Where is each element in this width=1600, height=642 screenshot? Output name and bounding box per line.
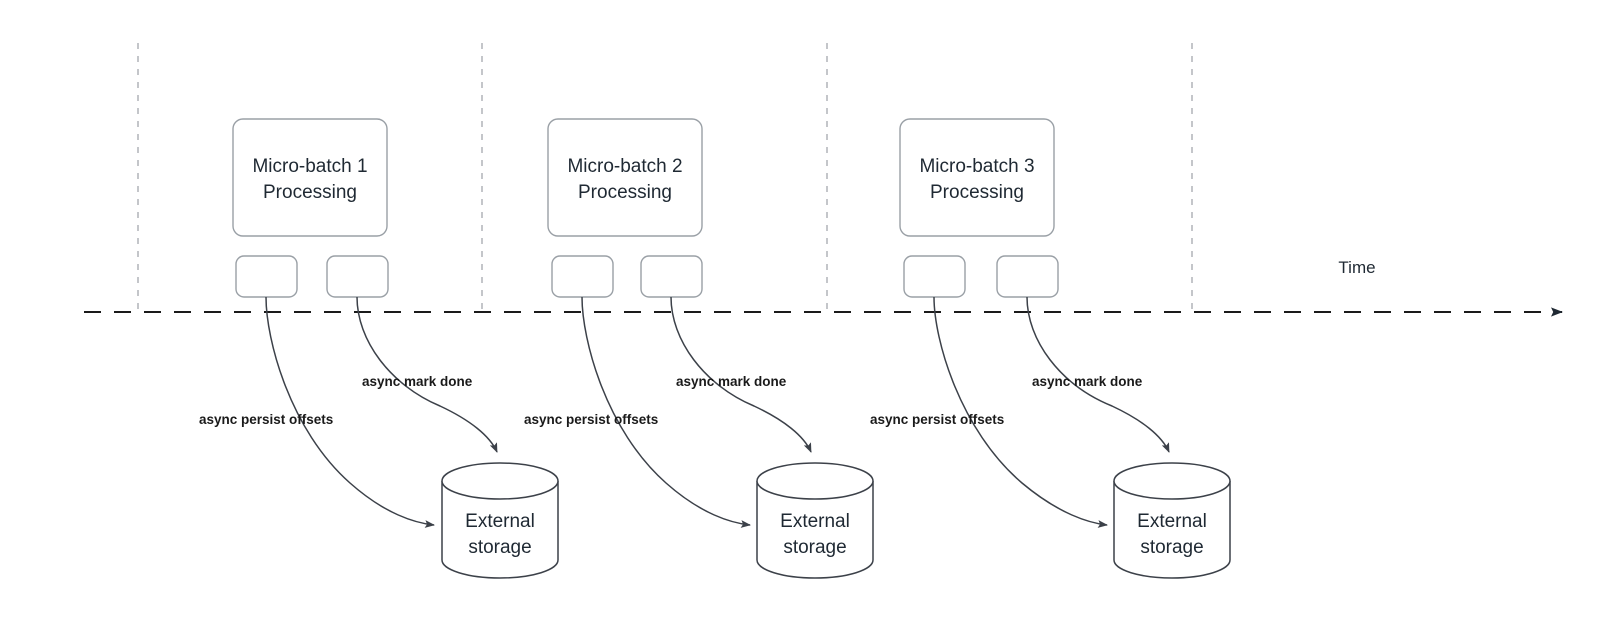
micro-batch-1-label-line2: Processing: [263, 182, 357, 203]
micro-batch-1-mark-done-label: async mark done: [362, 374, 473, 389]
micro-batch-3-mark-done-task[interactable]: [996, 255, 1059, 298]
micro-batch-3-box[interactable]: [899, 118, 1055, 237]
micro-batch-1-box[interactable]: [232, 118, 388, 237]
external-storage-2[interactable]: External storage: [756, 462, 874, 579]
micro-batch-group-1: Micro-batch 1 Processing async persist o…: [199, 118, 559, 579]
micro-batch-2-persist-offsets-task[interactable]: [551, 255, 614, 298]
external-storage-1-top: [441, 462, 559, 500]
external-storage-3-label-line2: storage: [1140, 537, 1203, 558]
micro-batch-2-label-line1: Micro-batch 2: [567, 156, 682, 177]
micro-batch-1-persist-offsets-label: async persist offsets: [199, 412, 333, 427]
external-storage-3-label-line1: External: [1137, 511, 1207, 532]
micro-batch-3-mark-done-edge: [1026, 296, 1170, 453]
micro-batch-1-persist-offsets-edge: [265, 296, 435, 528]
external-storage-1-label-line2: storage: [468, 537, 531, 558]
external-storage-3-top: [1113, 462, 1231, 500]
micro-batch-3-persist-offsets-edge: [933, 296, 1108, 528]
micro-batch-1-mark-done-edge: [356, 296, 498, 453]
tick-line-group: [137, 43, 1193, 312]
micro-batch-group-2: Micro-batch 2 Processing async persist o…: [524, 118, 874, 579]
external-storage-2-label-line1: External: [780, 511, 850, 532]
micro-batch-group-3: Micro-batch 3 Processing async persist o…: [870, 118, 1231, 579]
external-storage-2-label-line2: storage: [783, 537, 846, 558]
micro-batch-2-persist-offsets-edge: [581, 296, 751, 528]
micro-batch-1-label-line1: Micro-batch 1: [252, 156, 367, 177]
external-storage-1-body: [441, 481, 559, 579]
micro-batch-3-label-line1: Micro-batch 3: [919, 156, 1034, 177]
micro-batch-2-box[interactable]: [547, 118, 703, 237]
micro-batch-1-mark-done-task[interactable]: [326, 255, 389, 298]
external-storage-3[interactable]: External storage: [1113, 462, 1231, 579]
micro-batch-2-persist-offsets-label: async persist offsets: [524, 412, 658, 427]
external-storage-2-top: [756, 462, 874, 500]
micro-batch-2-mark-done-task[interactable]: [640, 255, 703, 298]
micro-batch-2-mark-done-edge: [670, 296, 812, 453]
external-storage-3-body: [1113, 481, 1231, 579]
micro-batch-3-mark-done-label: async mark done: [1032, 374, 1143, 389]
micro-batch-2-label-line2: Processing: [578, 182, 672, 203]
external-storage-1-label-line1: External: [465, 511, 535, 532]
external-storage-1[interactable]: External storage: [441, 462, 559, 579]
time-axis-label: Time: [1338, 258, 1375, 277]
micro-batch-2-mark-done-label: async mark done: [676, 374, 787, 389]
micro-batch-3-persist-offsets-task[interactable]: [903, 255, 966, 298]
micro-batch-3-persist-offsets-label: async persist offsets: [870, 412, 1004, 427]
micro-batch-3-label-line2: Processing: [930, 182, 1024, 203]
micro-batch-1-persist-offsets-task[interactable]: [235, 255, 298, 298]
external-storage-2-body: [756, 481, 874, 579]
